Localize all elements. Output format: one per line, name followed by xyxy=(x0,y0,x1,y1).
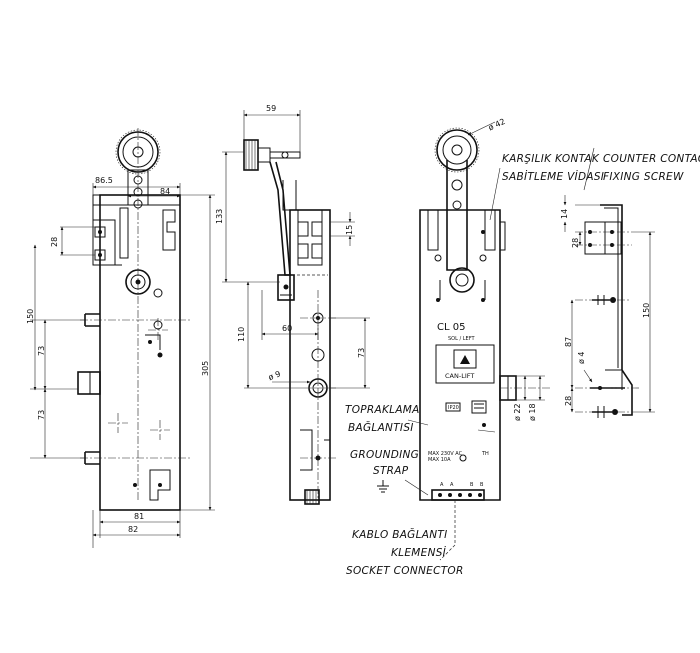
label-grounding-tr-2: BAĞLANTISI xyxy=(348,421,414,434)
callouts: KARŞILIK KONTAK SABİTLEME VİDASI COUNTER… xyxy=(345,147,700,577)
dim-front-150: 150 xyxy=(26,309,35,324)
label-counter-contact-tr-1: KARŞILIK KONTAK xyxy=(502,153,600,165)
label-counter-contact-en-2: FIXING SCREW xyxy=(603,171,684,183)
label-socket-tr-2: KLEMENSİ xyxy=(391,546,447,559)
dim-side-110: 110 xyxy=(237,327,246,342)
label-counter-contact-tr-2: SABİTLEME VİDASI xyxy=(502,170,604,183)
dim-bracket-28b: 28 xyxy=(564,396,573,406)
dim-front-81: 81 xyxy=(134,512,144,521)
dim-bracket-14: 14 xyxy=(560,209,569,219)
spec-line-1: MAX 230V AC xyxy=(428,451,463,457)
brand-label: CAN-LIFT xyxy=(445,372,474,380)
dim-front-86-5: 86.5 xyxy=(95,176,113,185)
dim-side-15: 15 xyxy=(345,225,354,235)
dim-side-59: 59 xyxy=(266,104,276,113)
dim-bracket-phi4: ø 4 xyxy=(577,351,586,364)
label-grounding-en-2: STRAP xyxy=(373,465,409,477)
label-grounding-tr-1: TOPRAKLAMA xyxy=(345,404,420,416)
ground-symbol-icon xyxy=(377,480,389,493)
spec-right: TH xyxy=(481,451,489,457)
label-counter-contact-en-1: COUNTER CONTACT xyxy=(603,153,700,165)
dim-bracket-87: 87 xyxy=(564,337,573,347)
terminal-a2: A xyxy=(450,482,454,488)
dim-phi42: ø 42 xyxy=(487,117,507,133)
dim-bracket-28a: 28 xyxy=(571,238,580,248)
dim-side-phi9: ø 9 xyxy=(267,369,282,382)
terminal-a1: A xyxy=(440,482,444,488)
label-socket-tr-1: KABLO BAĞLANTI xyxy=(352,528,448,541)
front-view: 86.5 84 28 150 73 73 305 81 82 xyxy=(26,128,215,548)
terminal-b2: B xyxy=(480,482,484,488)
side-view: 59 133 15 110 60 73 ø 9 xyxy=(215,104,370,505)
side-label: SOL / LEFT xyxy=(448,336,475,342)
product-view: ø 42 CL 05 SOL / LEFT CAN-LIFT IP20 MAX xyxy=(419,117,550,501)
dim-front-84: 84 xyxy=(160,187,170,196)
dim-front-73b: 73 xyxy=(37,410,46,420)
dim-side-133: 133 xyxy=(215,209,224,224)
model-label: CL 05 xyxy=(437,322,465,333)
terminal-b1: B xyxy=(470,482,474,488)
ip-badge: IP20 xyxy=(448,405,459,411)
dim-bracket-150: 150 xyxy=(642,303,651,318)
dim-side-60: 60 xyxy=(282,324,292,333)
dim-phi18: ø 18 xyxy=(528,403,537,421)
dim-side-73: 73 xyxy=(357,348,366,358)
dim-front-305: 305 xyxy=(201,361,210,376)
label-grounding-en-1: GROUNDING xyxy=(350,449,419,461)
dim-front-82: 82 xyxy=(128,525,138,534)
label-socket-en: SOCKET CONNECTOR xyxy=(346,565,464,577)
dim-front-73a: 73 xyxy=(37,346,46,356)
dim-phi22: ø 22 xyxy=(513,403,522,421)
dim-front-28: 28 xyxy=(50,237,59,247)
bracket-view: 14 28 150 87 ø 4 28 xyxy=(560,195,655,418)
spec-line-2: MAX 10A xyxy=(428,457,451,463)
